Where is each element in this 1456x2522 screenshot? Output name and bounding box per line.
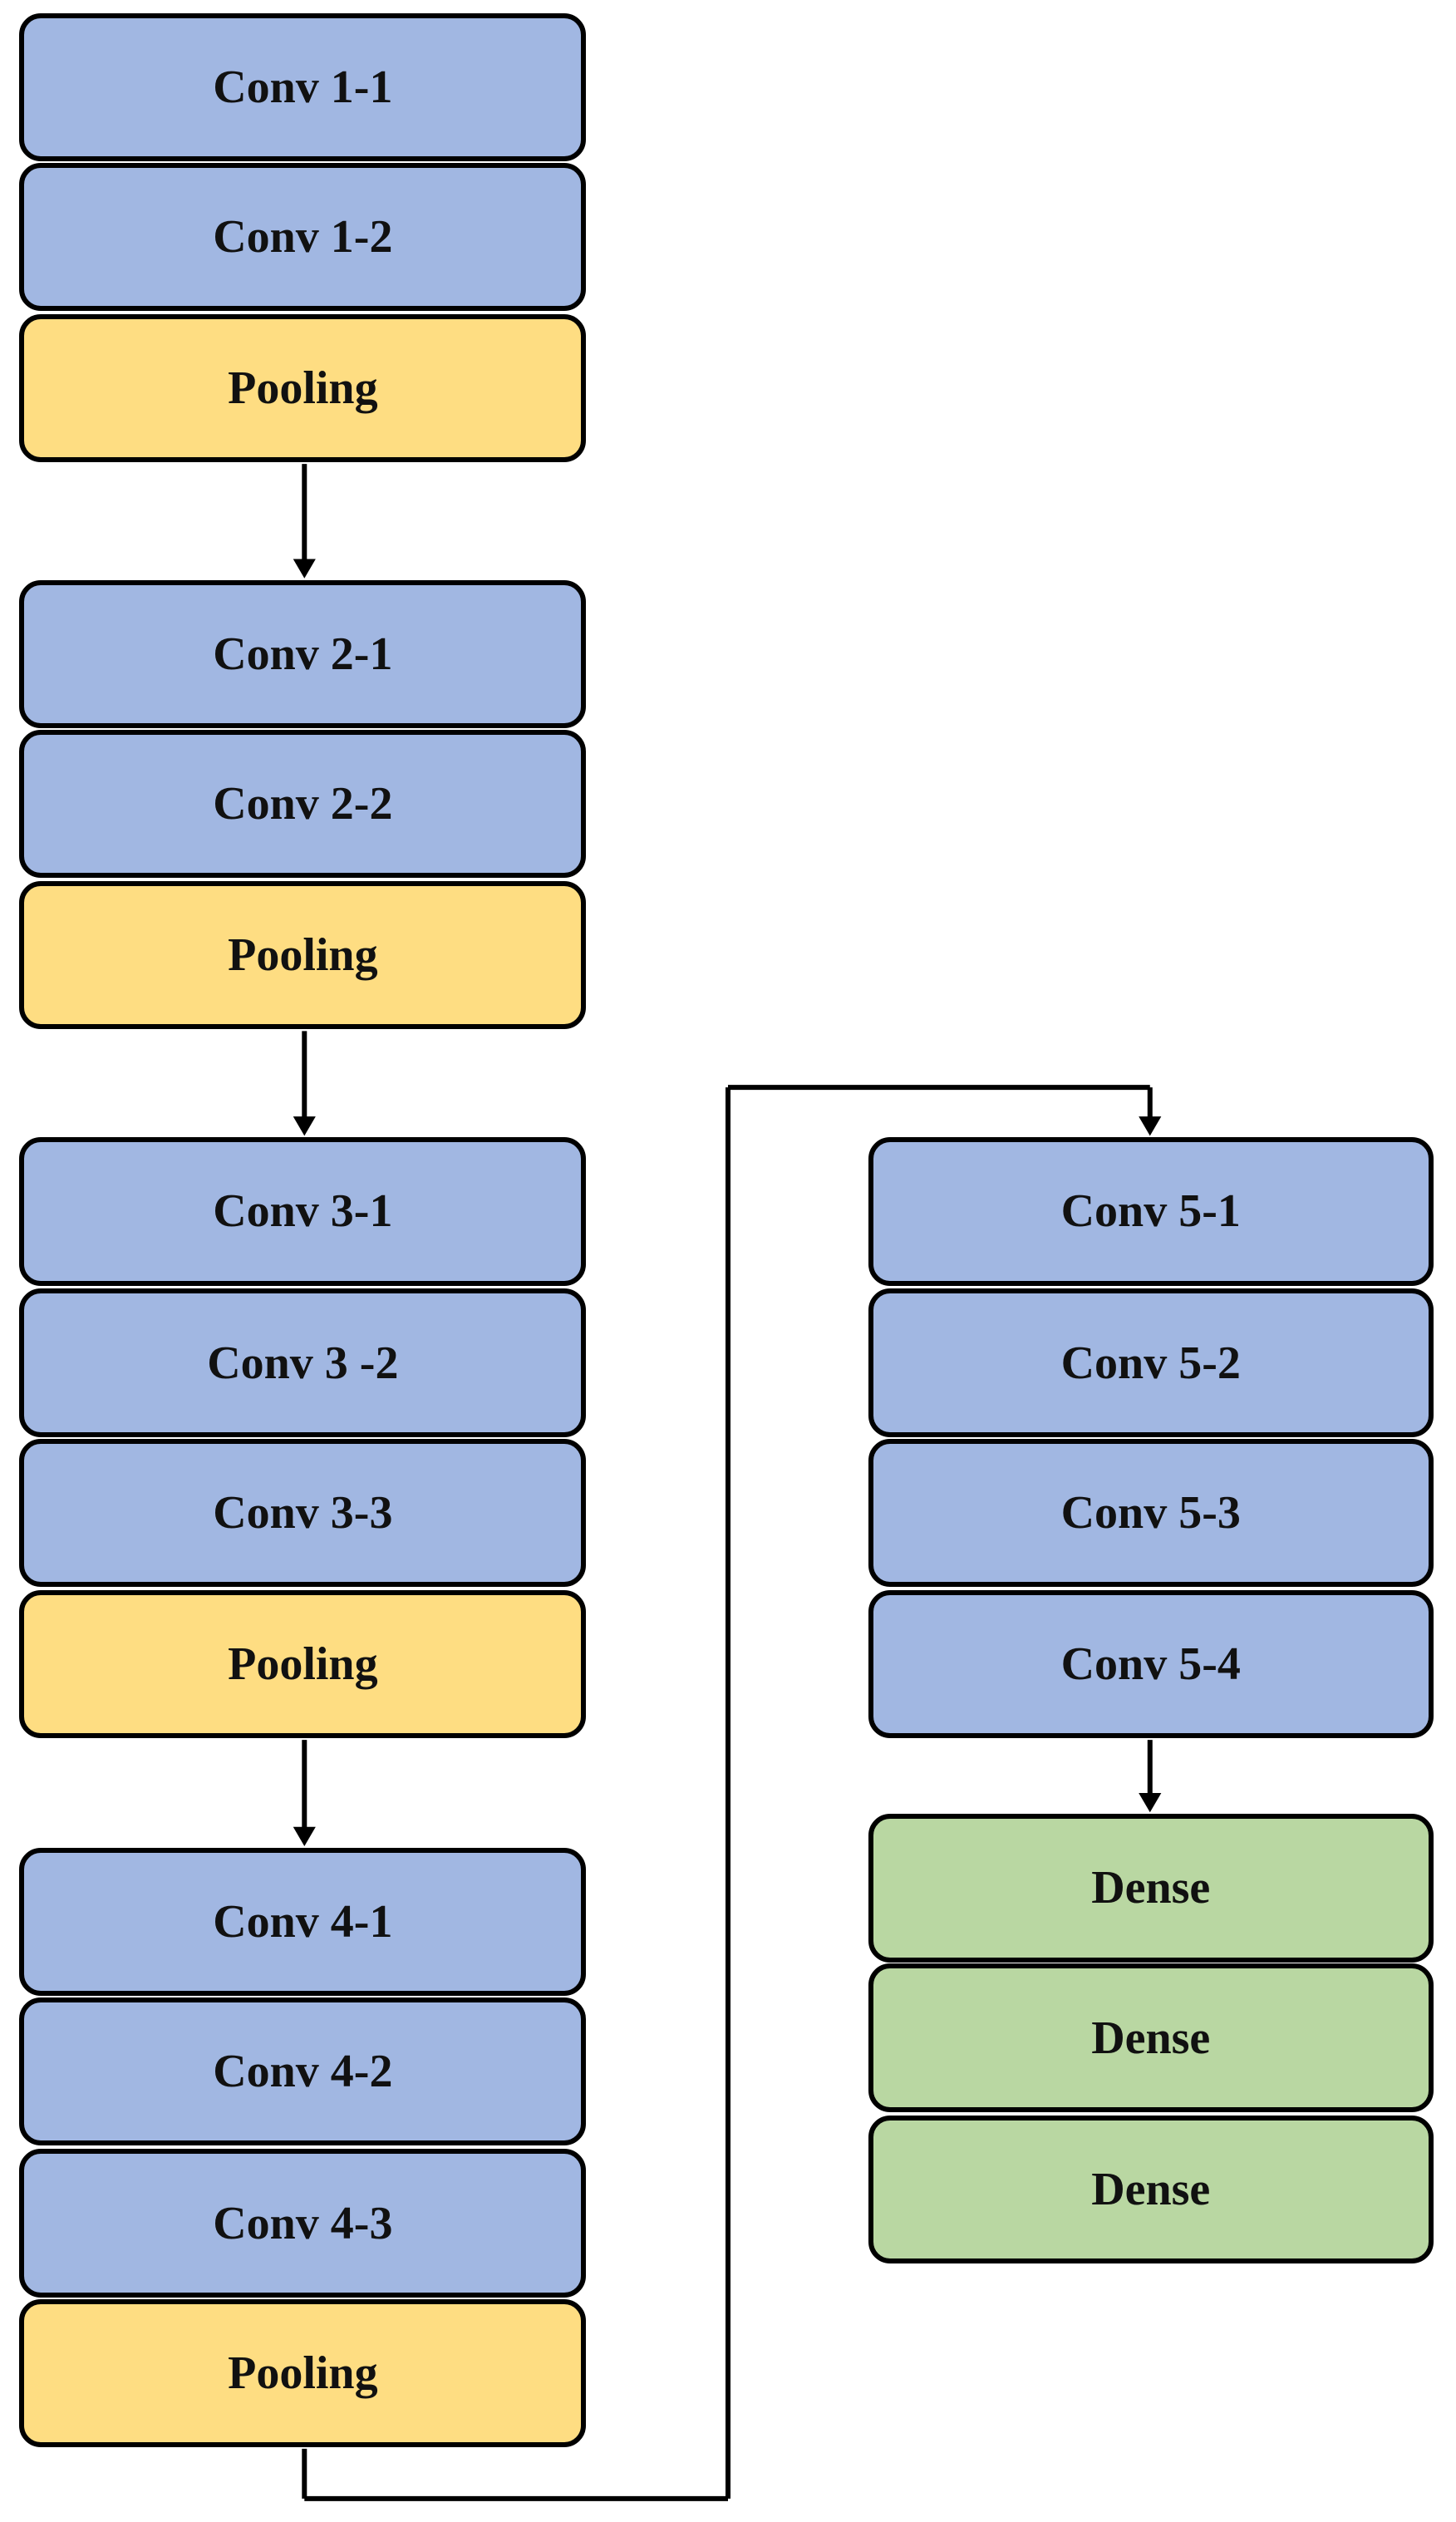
arrow-head-5 — [1139, 1793, 1162, 1813]
block-conv-1-2: Conv 1-2 — [19, 162, 587, 312]
block-conv-4-3: Conv 4-3 — [19, 2149, 587, 2298]
block-conv-4-2: Conv 4-2 — [19, 1997, 587, 2146]
block-conv-5-1: Conv 5-1 — [868, 1137, 1434, 1286]
block-conv-2-2: Conv 2-2 — [19, 729, 587, 879]
arrow-head-3 — [293, 1826, 316, 1847]
block-dense-3: Dense — [868, 2115, 1434, 2263]
arrow-head-1 — [293, 559, 316, 579]
block-conv-3-2: Conv 3 -2 — [19, 1288, 587, 1437]
block-conv-5-2: Conv 5-2 — [868, 1288, 1434, 1437]
arrow-head-4 — [1139, 1116, 1162, 1136]
block-conv-4-1: Conv 4-1 — [19, 1847, 587, 1997]
block-conv-2-1: Conv 2-1 — [19, 579, 587, 728]
arrow-head-2 — [293, 1116, 316, 1136]
block-pooling-1: Pooling — [19, 313, 587, 463]
block-dense-2: Dense — [868, 1963, 1434, 2112]
block-conv-5-4: Conv 5-4 — [868, 1589, 1434, 1739]
block-pooling-4: Pooling — [19, 2298, 587, 2447]
block-conv-3-1: Conv 3-1 — [19, 1137, 587, 1286]
block-pooling-3: Pooling — [19, 1589, 587, 1739]
block-conv-1-1: Conv 1-1 — [19, 12, 587, 161]
block-pooling-2: Pooling — [19, 881, 587, 1030]
block-dense-1: Dense — [868, 1814, 1434, 1963]
block-conv-3-3: Conv 3-3 — [19, 1438, 587, 1587]
block-conv-5-3: Conv 5-3 — [868, 1438, 1434, 1587]
